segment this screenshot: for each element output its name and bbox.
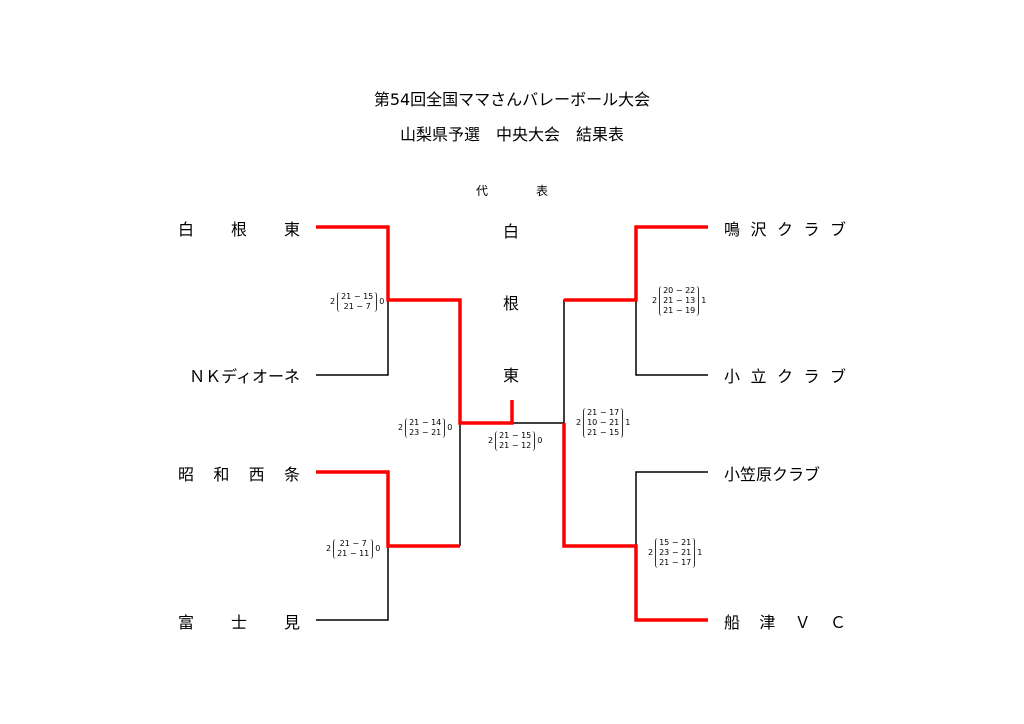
sets-won-left: 2 — [398, 423, 404, 432]
set-score: 21 − 12 — [499, 441, 532, 450]
sets-won-left: 2 — [576, 418, 582, 427]
team-name-part: 小 — [724, 367, 741, 386]
set-score: 21 − 15 — [341, 292, 374, 301]
representative-label-1: 代 — [476, 184, 489, 198]
set-score: 21 − 17 — [659, 558, 692, 567]
team-name-part: ブ — [829, 220, 846, 239]
team-name-part: 和 — [213, 465, 230, 484]
team-name-part: 沢 — [750, 220, 767, 239]
team-name-part: 士 — [230, 613, 247, 632]
team-right-1: 鳴沢クラブ — [724, 216, 846, 240]
set-score: 21 − 19 — [663, 306, 696, 315]
line-showa-win — [316, 470, 460, 548]
set-score: 23 − 21 — [409, 428, 442, 437]
champion-char-2: 根 — [503, 294, 520, 313]
team-name-part: 昭 — [178, 465, 195, 484]
page-subtitle: 山梨県予選 中央大会 結果表 — [399, 125, 624, 144]
sets-won-right: 1 — [625, 418, 631, 427]
set-score: 21 − 7 — [339, 539, 367, 548]
team-left-4: 富士見 — [178, 609, 300, 633]
team-name-part: 立 — [750, 367, 767, 386]
team-name-part: 富 — [178, 613, 195, 632]
sets-won-left: 2 — [330, 297, 336, 306]
team-name-part: 船 — [724, 613, 741, 632]
line-fujimi — [316, 546, 389, 621]
line-final-right — [512, 299, 636, 424]
team-name-part: 東 — [283, 220, 300, 239]
line-ogasawara — [635, 471, 708, 546]
team-name-part: Ｖ — [794, 613, 811, 632]
team-left-1: 白根東 — [178, 216, 300, 240]
team-name-part: ク — [776, 367, 793, 386]
representative-label-2: 表 — [536, 184, 549, 198]
team-name-part: ブ — [829, 367, 846, 386]
team-name-part: ク — [776, 220, 793, 239]
set-score: 21 − 14 — [409, 418, 442, 427]
sets-won-right: 0 — [537, 436, 543, 445]
team-name-part: ラ — [803, 220, 820, 239]
champion-char-1: 白 — [503, 222, 520, 241]
set-score: 23 − 21 — [659, 548, 692, 557]
team-right-2: 小立クラブ — [724, 363, 846, 387]
line-nk — [316, 300, 389, 376]
line-naruto-win — [564, 225, 708, 302]
team-name-part: 小笠原クラブ — [724, 465, 821, 484]
sets-won-right: 0 — [447, 423, 453, 432]
sets-won-right: 0 — [379, 297, 385, 306]
champion-char-3: 東 — [503, 366, 520, 385]
set-score: 15 − 21 — [659, 538, 692, 547]
team-name-part: 見 — [283, 613, 300, 632]
team-name-part: 西 — [248, 465, 265, 484]
sets-won-left: 2 — [652, 296, 658, 305]
team-left-2: ＮＫディオーネ — [178, 363, 300, 387]
team-name-part: ラ — [803, 367, 820, 386]
team-name-part: 鳴 — [724, 220, 741, 239]
set-score: 21 − 7 — [343, 302, 371, 311]
team-name-part: 白 — [178, 220, 195, 239]
set-score: 21 − 13 — [663, 296, 696, 305]
sets-won-right: 1 — [697, 548, 703, 557]
sets-won-right: 1 — [701, 296, 707, 305]
set-score: 20 − 22 — [663, 286, 696, 295]
set-score: 10 − 21 — [587, 418, 620, 427]
sets-won-right: 0 — [375, 544, 381, 553]
team-name-part: 津 — [759, 613, 776, 632]
line-shirane-win — [316, 225, 514, 425]
sets-won-left: 2 — [488, 436, 494, 445]
team-left-3: 昭和西条 — [178, 461, 300, 485]
sets-won-left: 2 — [326, 544, 332, 553]
team-right-3: 小笠原クラブ — [724, 461, 846, 485]
sets-won-left: 2 — [648, 548, 654, 557]
line-kodachi — [635, 300, 708, 376]
set-score: 21 − 11 — [337, 549, 370, 558]
page-title: 第54回全国ママさんバレーボール大会 — [373, 90, 651, 109]
set-score: 21 − 17 — [587, 408, 620, 417]
set-score: 21 − 15 — [587, 428, 620, 437]
set-score: 21 − 15 — [499, 431, 532, 440]
team-name-part: 条 — [283, 465, 300, 484]
team-name-part: 根 — [230, 220, 247, 239]
team-name-part: Ｃ — [829, 613, 846, 632]
team-name-part: ＮＫディオーネ — [189, 367, 300, 386]
line-funatsu-win — [562, 423, 708, 622]
